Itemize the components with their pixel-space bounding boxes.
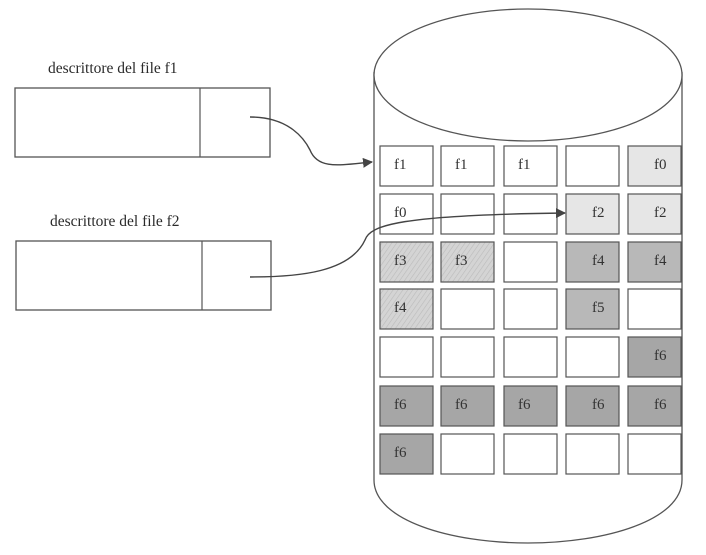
disk-block-rect: [440, 145, 495, 187]
disk-block-rect: [565, 385, 620, 427]
disk-block: f1: [503, 145, 558, 187]
disk-block: f6: [379, 433, 434, 475]
disk-block: f2: [565, 193, 620, 235]
disk-block-rect: [379, 288, 434, 330]
disk-block-rect: [503, 385, 558, 427]
disk-block-rect: [503, 241, 558, 283]
disk-block: f3: [440, 241, 495, 283]
disk-block: [503, 336, 558, 378]
disk-block: [627, 433, 682, 475]
disk-block-label: f0: [394, 205, 407, 221]
disk-block-rect: [627, 193, 682, 235]
disk-block-label: f6: [394, 445, 407, 461]
disk-block: [565, 336, 620, 378]
disk-block: [503, 433, 558, 475]
disk-block-label: f6: [518, 397, 531, 413]
descriptor-f1-box: [14, 87, 271, 158]
disk-block: f2: [627, 193, 682, 235]
disk-block-label: f2: [592, 205, 605, 221]
disk-block-rect: [627, 241, 682, 283]
disk-block-rect: [440, 336, 495, 378]
disk-block-label: f3: [394, 253, 407, 269]
disk-block: f6: [379, 385, 434, 427]
disk-block-rect: [627, 385, 682, 427]
disk-block: f1: [379, 145, 434, 187]
disk-block-rect: [440, 385, 495, 427]
disk-block-label: f1: [455, 157, 468, 173]
disk-block-rect: [565, 193, 620, 235]
disk-block: f6: [503, 385, 558, 427]
disk-block-rect: [627, 336, 682, 378]
disk-block: f4: [627, 241, 682, 283]
disk-block: f6: [627, 336, 682, 378]
disk-block: f6: [440, 385, 495, 427]
pointer-arrow-f2: [249, 208, 566, 278]
disk-block-label: f2: [654, 205, 667, 221]
disk-cylinder: f1 f1 f1 f0 f0 f2 f2 f3 f3 f4 f4 f4 f5 f6 f6 f6 f6 f6 f6 f6: [373, 8, 683, 544]
disk-block: [503, 241, 558, 283]
disk-block-rect: [565, 241, 620, 283]
disk-block-rect: [627, 145, 682, 187]
disk-block-rect: [565, 433, 620, 475]
disk-block-label: f6: [394, 397, 407, 413]
disk-block-rect: [379, 241, 434, 283]
disk-block-rect: [565, 336, 620, 378]
disk-block-rect: [565, 145, 620, 187]
disk-block-label: f6: [654, 348, 667, 364]
disk-block-label: f4: [394, 300, 407, 316]
disk-block-label: f6: [654, 397, 667, 413]
disk-block: f6: [627, 385, 682, 427]
disk-block: f0: [379, 193, 434, 235]
disk-block-rect: [379, 193, 434, 235]
disk-block-label: f4: [654, 253, 667, 269]
disk-block-rect: [503, 288, 558, 330]
disk-block-rect: [503, 336, 558, 378]
disk-block-rect: [440, 288, 495, 330]
disk-block: [440, 336, 495, 378]
descriptor-f1: descrittore del file f1: [14, 60, 271, 158]
disk-block-rect: [440, 241, 495, 283]
disk-block-rect: [627, 288, 682, 330]
disk-block: [565, 145, 620, 187]
disk-block-label: f4: [592, 253, 605, 269]
disk-block: f3: [379, 241, 434, 283]
disk-block: f4: [379, 288, 434, 330]
disk-block-rect: [503, 433, 558, 475]
disk-block-rect: [379, 336, 434, 378]
block-grid: f1 f1 f1 f0 f0 f2 f2 f3 f3 f4 f4 f4 f5 f6 f6 f6 f6 f6 f6 f6: [379, 145, 682, 475]
disk-block-rect: [627, 433, 682, 475]
disk-block: [627, 288, 682, 330]
disk-block: [565, 433, 620, 475]
disk-block-rect: [503, 145, 558, 187]
disk-block-rect: [440, 193, 495, 235]
descriptor-f1-label: descrittore del file f1: [48, 60, 178, 77]
descriptor-f2: descrittore del file f2: [15, 213, 272, 311]
pointer-arrow-f1: [249, 116, 373, 168]
disk-block: f4: [565, 241, 620, 283]
disk-block: [379, 336, 434, 378]
disk-block-label: f6: [455, 397, 468, 413]
disk-block: [440, 288, 495, 330]
descriptor-f2-label: descrittore del file f2: [50, 213, 180, 230]
disk-block: [440, 433, 495, 475]
disk-block-rect: [379, 385, 434, 427]
disk-block-label: f6: [592, 397, 605, 413]
disk-block: f5: [565, 288, 620, 330]
disk-block-label: f3: [455, 253, 468, 269]
disk-block-rect: [565, 288, 620, 330]
disk-top: [373, 8, 683, 142]
disk-block: [503, 288, 558, 330]
disk-block: f6: [565, 385, 620, 427]
disk-block: [440, 193, 495, 235]
disk-block: f1: [440, 145, 495, 187]
disk-block-label: f0: [654, 157, 667, 173]
disk-block-label: f1: [518, 157, 531, 173]
disk-block: f0: [627, 145, 682, 187]
disk-block-label: f1: [394, 157, 407, 173]
disk-block-label: f5: [592, 300, 605, 316]
disk-block-rect: [379, 145, 434, 187]
descriptor-f2-box: [15, 240, 272, 311]
disk-block-rect: [440, 433, 495, 475]
disk-block-rect: [379, 433, 434, 475]
